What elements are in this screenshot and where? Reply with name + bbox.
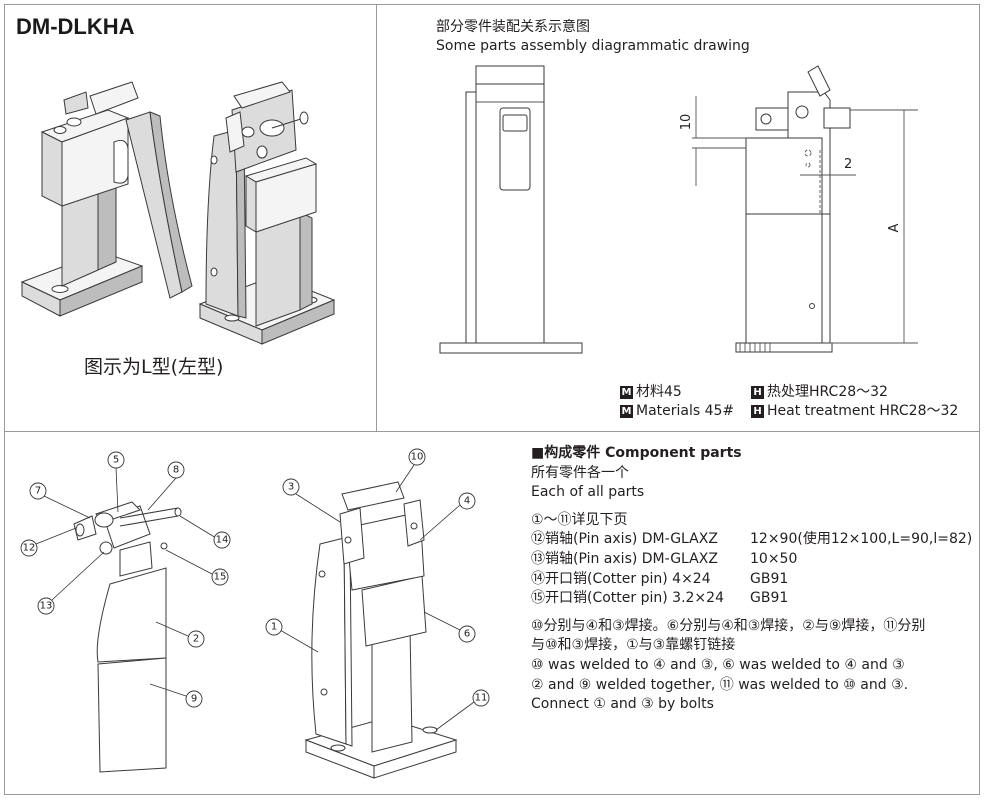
callout-15: [211, 568, 229, 586]
callout-12: [20, 539, 38, 557]
diagram-title-cn: 部分零件装配关系示意图: [436, 19, 590, 35]
callout-11: [472, 689, 490, 707]
callouts: 5 8 7 12 14 15 13 2 9 3 10 4: [20, 448, 490, 731]
callout-8: [167, 461, 185, 479]
callout-6: [458, 625, 476, 643]
svg-text:9: 9: [191, 694, 197, 705]
svg-text:3: 3: [288, 482, 294, 493]
assembly-side-view: [735, 65, 851, 353]
svg-text:15: 15: [214, 572, 227, 583]
material-badge-en: M: [620, 405, 633, 418]
callout-13: [37, 597, 55, 615]
svg-text:13: 13: [40, 601, 53, 612]
callout-14: [213, 531, 231, 549]
material-en: Materials 45#: [636, 403, 735, 419]
component-parts-text: ■构成零件 Component parts 所有零件各一个 Each of al…: [531, 444, 972, 715]
weld-note-en-2: ② and ⑨ welded together, ⑪ was welded to…: [531, 676, 909, 693]
diagram-title-en: Some parts assembly diagrammatic drawing: [436, 38, 750, 54]
callout-10: [408, 448, 426, 466]
weld-note-en-1: ⑩ was welded to ④ and ③, ⑥ was welded to…: [531, 656, 905, 673]
svg-text:14: 14: [216, 535, 229, 546]
callout-4: [458, 492, 476, 510]
product-caption: 图示为L型(左型): [84, 356, 224, 378]
exploded-view-b: [304, 481, 458, 779]
callout-1: [265, 618, 283, 636]
svg-text:5: 5: [113, 455, 119, 466]
callout-5: [107, 451, 125, 469]
components-all-en: Each of all parts: [531, 484, 645, 501]
svg-text:2: 2: [193, 634, 199, 645]
components-heading: ■构成零件 Component parts: [531, 445, 742, 461]
product-view-right: [198, 81, 336, 345]
panel-component-parts: [4, 431, 980, 795]
svg-text:1: 1: [271, 622, 277, 633]
svg-text:11: 11: [475, 693, 488, 704]
material-badge: M: [620, 386, 633, 399]
callout-7: [29, 482, 47, 500]
product-title: DM-DLKHA: [16, 14, 135, 39]
callout-3: [282, 478, 300, 496]
dim-a: A: [887, 223, 902, 232]
weld-note-en-3: Connect ① and ③ by bolts: [531, 696, 714, 713]
diagram-title: 部分零件装配关系示意图 Some parts assembly diagramm…: [436, 18, 750, 56]
weld-note-cn-2: 与⑩和③焊接，①与③靠螺钉链接: [531, 637, 736, 654]
heat-badge-en: H: [751, 405, 764, 418]
svg-text:6: 6: [464, 629, 470, 640]
callout-9: [185, 690, 203, 708]
svg-text:10: 10: [411, 452, 424, 463]
components-all-cn: 所有零件各一个: [531, 464, 629, 481]
svg-text:4: 4: [464, 496, 470, 507]
callout-2: [187, 630, 205, 648]
svg-text:12: 12: [23, 543, 36, 554]
dimension-lines: 10 2 A: [679, 96, 918, 344]
dim-10: 10: [679, 114, 694, 131]
product-view-left: [20, 81, 193, 317]
weld-note-cn-1: ⑩分别与④和③焊接。⑥分别与④和③焊接，②与⑨焊接，⑪分别: [531, 617, 926, 634]
heat-cn: 热处理HRC28～32: [767, 384, 888, 400]
components-see-next: ①～⑪详见下页: [531, 511, 628, 528]
assembly-front-view: [439, 65, 583, 354]
svg-text:8: 8: [173, 465, 179, 476]
heat-badge: H: [751, 386, 764, 399]
svg-text:7: 7: [35, 486, 41, 497]
exploded-view-a: [73, 501, 182, 773]
heat-en: Heat treatment HRC28～32: [767, 403, 959, 419]
material-cn: 材料45: [636, 384, 682, 400]
dim-2: 2: [844, 157, 852, 172]
